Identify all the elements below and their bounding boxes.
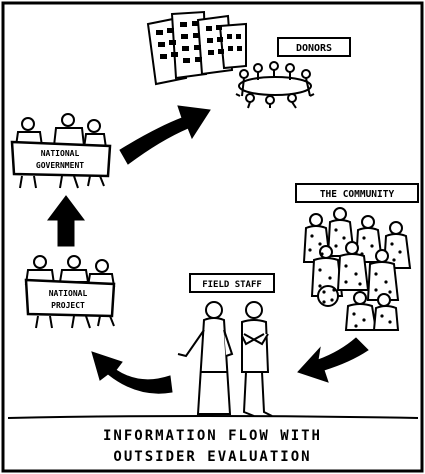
ground-line [7,415,419,419]
field-staff-label: FIELD STAFF [202,280,262,290]
community-label: THE COMMUNITY [320,189,395,200]
donor-buildings-illustration [146,10,247,86]
arrow-field-staff-to-project [91,351,173,394]
field-staff-label-box: FIELD STAFF [189,273,275,293]
community-crowd-illustration [302,207,412,331]
arrow-government-to-donors [119,105,211,165]
national-project-group [24,255,116,329]
caption-line1: INFORMATION FLOW WITH [102,428,322,444]
caption-line2: OUTSIDER EVALUATION [113,449,312,465]
donors-label-box: DONORS [277,37,351,57]
field-staff-illustration [177,301,273,417]
community-label-box: THE COMMUNITY [295,183,419,203]
national-government-label-line1: NATIONAL [41,149,80,158]
arrow-community-to-field-staff [297,337,369,383]
national-government-label-line2: GOVERNMENT [36,161,84,170]
national-project-label-line2: PROJECT [51,301,85,310]
arrow-project-to-government [47,195,85,247]
national-government-group [10,113,112,189]
national-project-label-line1: NATIONAL [49,289,88,298]
donors-label: DONORS [296,43,332,54]
donors-meeting-illustration [235,61,315,109]
